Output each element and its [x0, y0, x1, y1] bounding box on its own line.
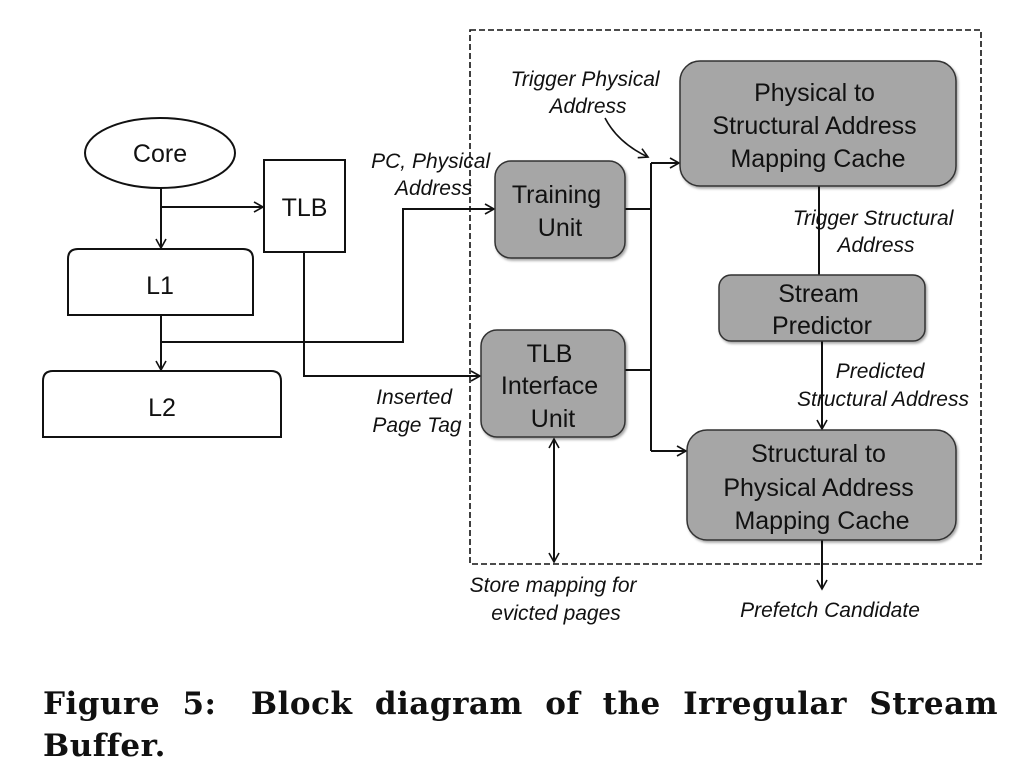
edge-tlb-interface-unit	[303, 252, 482, 382]
core-label: Core	[133, 140, 187, 168]
node-tlb-interface-unit: TLB Interface Unit	[480, 329, 626, 438]
isb-group-boundary	[469, 29, 982, 565]
node-core: Core	[84, 117, 236, 189]
node-l2: L2	[42, 370, 282, 438]
node-tlb: TLB	[263, 159, 346, 253]
tlb-interface-unit-box	[480, 329, 626, 438]
stream-predictor-label: Stream Predictor	[772, 280, 872, 340]
node-ps-cache: Physical to Structural Address Mapping C…	[679, 60, 957, 187]
training-unit-box	[494, 160, 626, 259]
label-trigger-structural-address: Trigger Structural Address	[793, 207, 960, 257]
l1-label: L1	[146, 272, 174, 300]
ps-cache-label: Physical to Structural Address Mapping C…	[712, 79, 923, 173]
label-store-mapping: Store mapping for evicted pages	[470, 574, 643, 625]
tlb-interface-unit-label: TLB Interface Unit	[501, 340, 605, 433]
edge-l1-training-unit	[161, 203, 496, 343]
core-ellipse	[84, 117, 236, 189]
edge-trigger-physical-pointer	[604, 117, 650, 159]
figure-caption-text: Block diagram of the Irregular Stream Bu…	[43, 686, 998, 764]
label-inserted-page-tag: Inserted Page Tag	[372, 386, 461, 437]
figure-number: Figure 5:	[43, 686, 217, 722]
label-predicted-structural-address: Predicted Structural Address	[797, 360, 969, 411]
node-l1: L1	[67, 248, 254, 316]
node-stream-predictor: Stream Predictor	[718, 274, 926, 342]
l1-box	[67, 248, 254, 316]
l2-box	[42, 370, 282, 438]
stream-predictor-box	[718, 274, 926, 342]
node-sp-cache: Structural to Physical Address Mapping C…	[686, 429, 957, 541]
tlb-box	[263, 159, 346, 253]
l2-label: L2	[148, 394, 176, 422]
edges	[155, 117, 828, 591]
label-prefetch-candidate: Prefetch Candidate	[740, 599, 920, 622]
label-trigger-physical-address: Trigger Physical Address	[511, 68, 666, 118]
label-pc-physical-address: PC, Physical Address	[371, 150, 496, 200]
node-training-unit: Training Unit	[494, 160, 626, 259]
sp-cache-label: Structural to Physical Address Mapping C…	[723, 440, 920, 535]
tlb-label: TLB	[282, 194, 328, 222]
ps-cache-box	[679, 60, 957, 187]
figure-caption: Figure 5: Block diagram of the Irregular…	[43, 683, 998, 767]
training-unit-label: Training Unit	[512, 181, 608, 242]
sp-cache-box	[686, 429, 957, 541]
